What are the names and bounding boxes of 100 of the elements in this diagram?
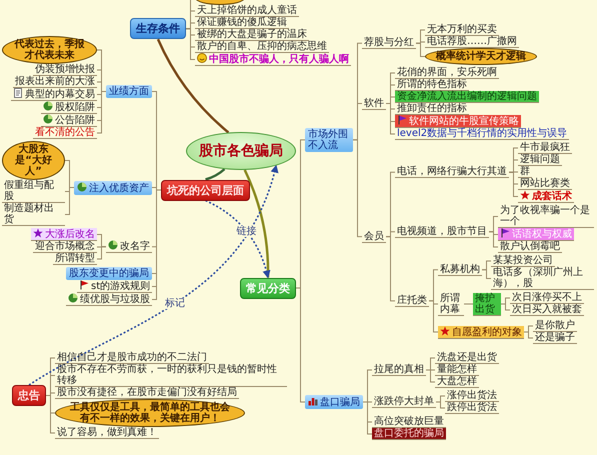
subtopic-label: 电话，网络行骗大行其道 bbox=[395, 166, 509, 178]
topic-text: st的游戏规则 bbox=[91, 281, 150, 292]
subtopic-label: 散户的自卑、压抑的病态思维 bbox=[195, 41, 329, 53]
connector-line bbox=[524, 332, 534, 338]
subtopic-label: 拉尾的真相 bbox=[372, 364, 426, 376]
connector-line bbox=[296, 288, 306, 402]
edge-label: 标记 bbox=[164, 298, 186, 309]
subtopic-label: 天上掉馅饼的成人童话 bbox=[195, 5, 299, 17]
subtopic-label: 所谓内幕 bbox=[438, 292, 464, 316]
subtopic-label: 伪装预增快报 bbox=[33, 64, 97, 76]
subtopic-label: 相信自己才是股市成功的不二法门 bbox=[55, 352, 209, 364]
subtopic-label: 庄托类 bbox=[395, 294, 429, 307]
subtopic-label bbox=[106, 240, 152, 254]
subtopic-label: 是你散户 bbox=[533, 320, 577, 332]
topic-text: 成套话术 bbox=[532, 191, 572, 202]
subtopic-label bbox=[41, 114, 97, 127]
subtopic-label: 迎合市场概念 bbox=[33, 241, 97, 253]
highlighted-subtopic bbox=[498, 228, 574, 241]
subtopic-label: level2数据与千档行情的实用性与误导 bbox=[395, 128, 570, 140]
topic-text: 绩优股与垃圾股 bbox=[80, 294, 150, 305]
highlighted-subtopic bbox=[31, 228, 97, 241]
topic-text: 盘口骗局 bbox=[320, 397, 360, 408]
subtopic-label: 网站比赛类 bbox=[518, 178, 572, 190]
topic-text: 股权陷阱 bbox=[55, 102, 95, 113]
subtopic-label: 无本万利的买卖 bbox=[425, 24, 499, 36]
connector-line bbox=[488, 231, 498, 248]
subtopic-box: 业绩方面 bbox=[106, 85, 152, 98]
highlighted-subtopic: 盘口委托的骗局 bbox=[372, 428, 446, 440]
subtopic-label bbox=[518, 190, 574, 203]
subtopic-label bbox=[195, 53, 351, 66]
subtopic-label bbox=[77, 280, 152, 293]
connector-line bbox=[64, 187, 74, 215]
highlighted-subtopic bbox=[395, 115, 521, 128]
subtopic-label: 看不清的公告 bbox=[33, 127, 97, 139]
subtopic-label bbox=[41, 101, 97, 114]
subtopic-label bbox=[66, 293, 152, 306]
main-topic-box: 生存条件 bbox=[130, 18, 186, 40]
main-topic-box: 常见分类 bbox=[240, 278, 296, 298]
topic-text: 话语权与权威 bbox=[512, 229, 572, 240]
subtopic-label bbox=[11, 88, 97, 101]
connector-line bbox=[436, 402, 446, 408]
subtopic-label: 荐股与分红 bbox=[362, 37, 416, 50]
connector-line bbox=[186, 28, 196, 60]
connector-line bbox=[500, 304, 510, 310]
connector-line bbox=[482, 269, 492, 279]
topic-text: 注入优质资产 bbox=[89, 182, 149, 194]
subtopic-label: 会员 bbox=[362, 230, 386, 243]
subtopic-label: 电视频道，股市节目 bbox=[395, 226, 489, 238]
subtopic-label: 次日买入就被套 bbox=[510, 304, 584, 316]
subtopic-label: 牛市最疯狂 bbox=[518, 142, 572, 154]
subtopic-label: 还是骗子 bbox=[533, 332, 577, 344]
topic-text: 典型的内幕交易 bbox=[25, 89, 95, 100]
highlight-ellipse: 代表过去，季报才代表未来 bbox=[2, 36, 97, 64]
central-topic-ellipse: 股市各色骗局 bbox=[186, 132, 296, 170]
subtopic-label: 某某投资公司 bbox=[491, 255, 555, 267]
connector-line bbox=[416, 42, 426, 57]
subtopic-label: 股市不存在不劳而获，一时的获利只是钱的暂时性转移 bbox=[55, 364, 287, 387]
subtopic-label: 私募机构 bbox=[438, 264, 482, 276]
connector-line bbox=[426, 370, 436, 382]
subtopic-box: 市场外围不入流 bbox=[305, 128, 353, 152]
connector-line bbox=[96, 91, 106, 134]
connector-line bbox=[362, 402, 372, 434]
relationship-arrow bbox=[205, 200, 270, 278]
subtopic-label: 涨跌停大封单 bbox=[372, 396, 436, 408]
subtopic-label: 制造题材出货 bbox=[2, 203, 65, 226]
subtopic-label: 说了容易，做到真难！ bbox=[55, 427, 159, 439]
highlight-ellipse: 工具仅仅是工具，最简单的工具也会有不一样的效果，关键在用户！ bbox=[55, 399, 245, 427]
edge-label: 链接 bbox=[235, 226, 258, 237]
connector-line bbox=[46, 395, 56, 434]
subtopic-label: 软件 bbox=[362, 98, 386, 110]
topic-text: 改名字 bbox=[120, 241, 150, 252]
connector-line bbox=[428, 300, 438, 332]
topic-text: 软件网站的牛股宣传策略 bbox=[409, 116, 519, 127]
subtopic-label: 洗盘还是出货 bbox=[435, 352, 499, 364]
subtopic-label: 被绑的大盘是骗子的温床 bbox=[195, 29, 309, 41]
subtopic-label: 群 bbox=[518, 166, 532, 178]
subtopic-label: 所谓转型 bbox=[53, 253, 97, 265]
subtopic-label: 次日涨停买不上 bbox=[510, 292, 584, 304]
connector-line bbox=[156, 38, 230, 134]
subtopic-label: 逻辑问题 bbox=[518, 154, 562, 166]
subtopic-box bbox=[74, 180, 152, 194]
topic-text: 公告陷阱 bbox=[55, 115, 95, 126]
highlight-ellipse: 概率统计学天才逻辑 bbox=[425, 48, 537, 65]
subtopic-label: 量能怎样 bbox=[435, 364, 479, 376]
highlighted-subtopic: 资金净流入流出编制的逻辑问题 bbox=[395, 91, 539, 103]
relationship-arrow bbox=[28, 164, 278, 386]
topic-text: 大涨后改名 bbox=[45, 229, 95, 240]
topic-text: 自愿盈利的对象 bbox=[452, 326, 522, 338]
subtopic-label: 大盘怎样 bbox=[435, 376, 479, 388]
connector-line bbox=[352, 139, 362, 238]
subtopic-label: 报表出来前的大涨 bbox=[13, 76, 97, 88]
subtopic-box: 股东变更中的骗局 bbox=[66, 267, 152, 280]
highlighted-subtopic: 掩护出货 bbox=[473, 292, 501, 316]
connector-line bbox=[244, 169, 270, 278]
connector-line bbox=[96, 246, 106, 260]
subtopic-label: 散户认倒霉吧 bbox=[498, 241, 562, 253]
topic-text: 中国股市不骗人，只有人骗人啊 bbox=[209, 54, 349, 65]
subtopic-label: 涨停出货法 bbox=[445, 390, 499, 402]
connector-line bbox=[386, 236, 396, 302]
main-topic-box: 忠告 bbox=[12, 385, 46, 406]
